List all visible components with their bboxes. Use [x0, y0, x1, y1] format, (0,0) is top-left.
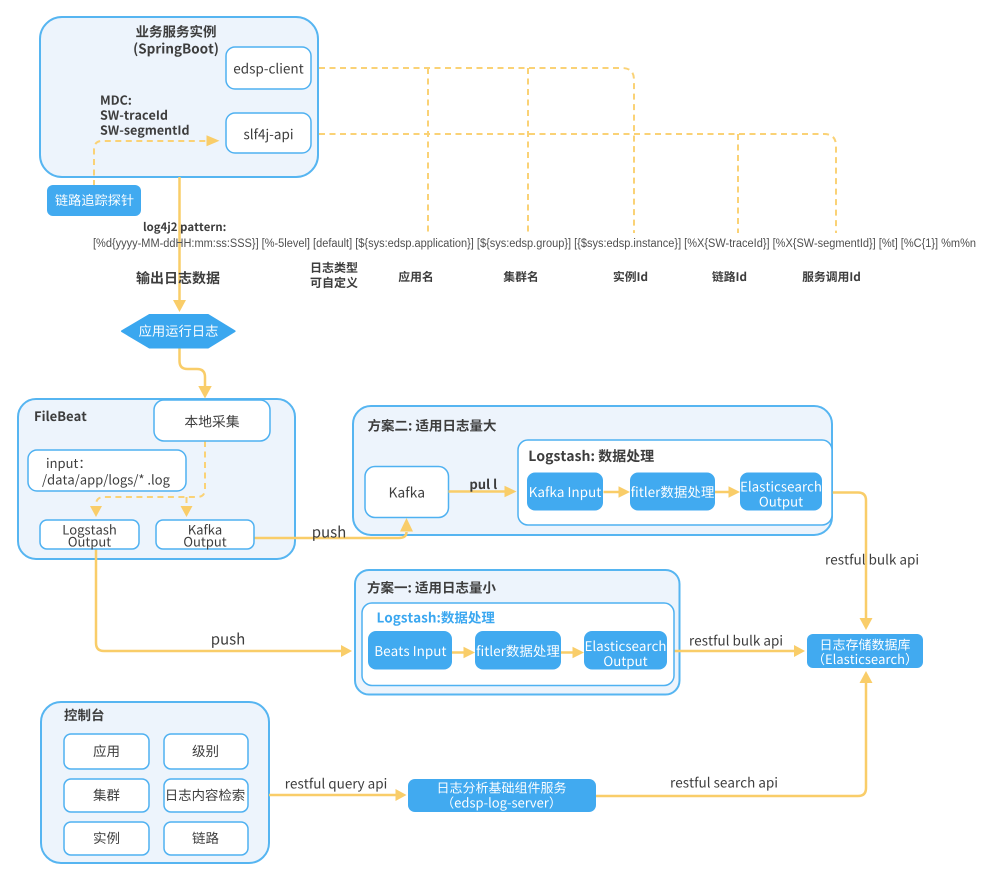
- svg-text:[%d{yyyy-MM-ddHH:mm:ss:SSS}] [: [%d{yyyy-MM-ddHH:mm:ss:SSS}] [%-5level] …: [93, 238, 976, 250]
